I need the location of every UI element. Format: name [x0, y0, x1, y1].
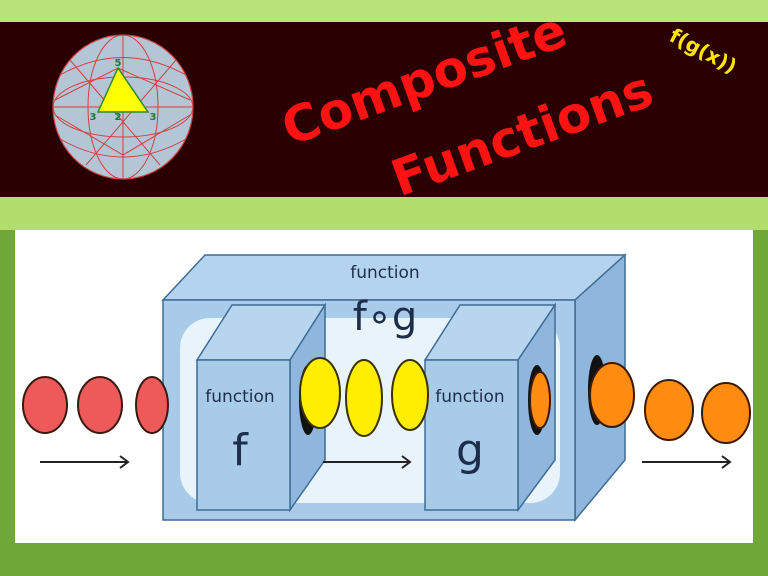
yellow-triangle-icon: [96, 66, 150, 113]
middle-background-band: [0, 197, 768, 230]
apple-icon: [77, 376, 123, 434]
apple-icon: [135, 376, 169, 434]
orange-icon: [701, 382, 751, 444]
outer-box-label: function: [350, 263, 419, 283]
logo-label-right: 3: [150, 112, 157, 123]
function-f-box: [195, 302, 327, 513]
logo-label-middle: 2: [115, 112, 122, 123]
geodesic-sphere-logo: 5 3 2 3: [52, 34, 194, 180]
box-g-name: g: [456, 425, 484, 476]
logo-label-top: 5: [115, 58, 122, 69]
composition-notation: f(g(x)): [666, 23, 741, 78]
lemon-icon: [299, 357, 341, 429]
top-background-band: [0, 0, 768, 22]
arrow-right-icon: [40, 455, 130, 469]
outer-box-name: f∘g: [353, 294, 418, 340]
lemon-icon: [345, 359, 383, 437]
arrow-right-icon: [323, 455, 412, 469]
box-f-name: f: [232, 425, 249, 476]
apple-icon: [22, 376, 68, 434]
orange-icon: [589, 362, 635, 428]
orange-icon: [644, 379, 694, 441]
orange-icon: [529, 371, 551, 429]
arrow-right-icon: [642, 455, 732, 469]
box-f-label: function: [205, 387, 274, 407]
lemon-icon: [391, 359, 429, 431]
function-g-box: [423, 302, 557, 513]
logo-label-left: 3: [90, 112, 97, 123]
box-g-label: function: [435, 387, 504, 407]
